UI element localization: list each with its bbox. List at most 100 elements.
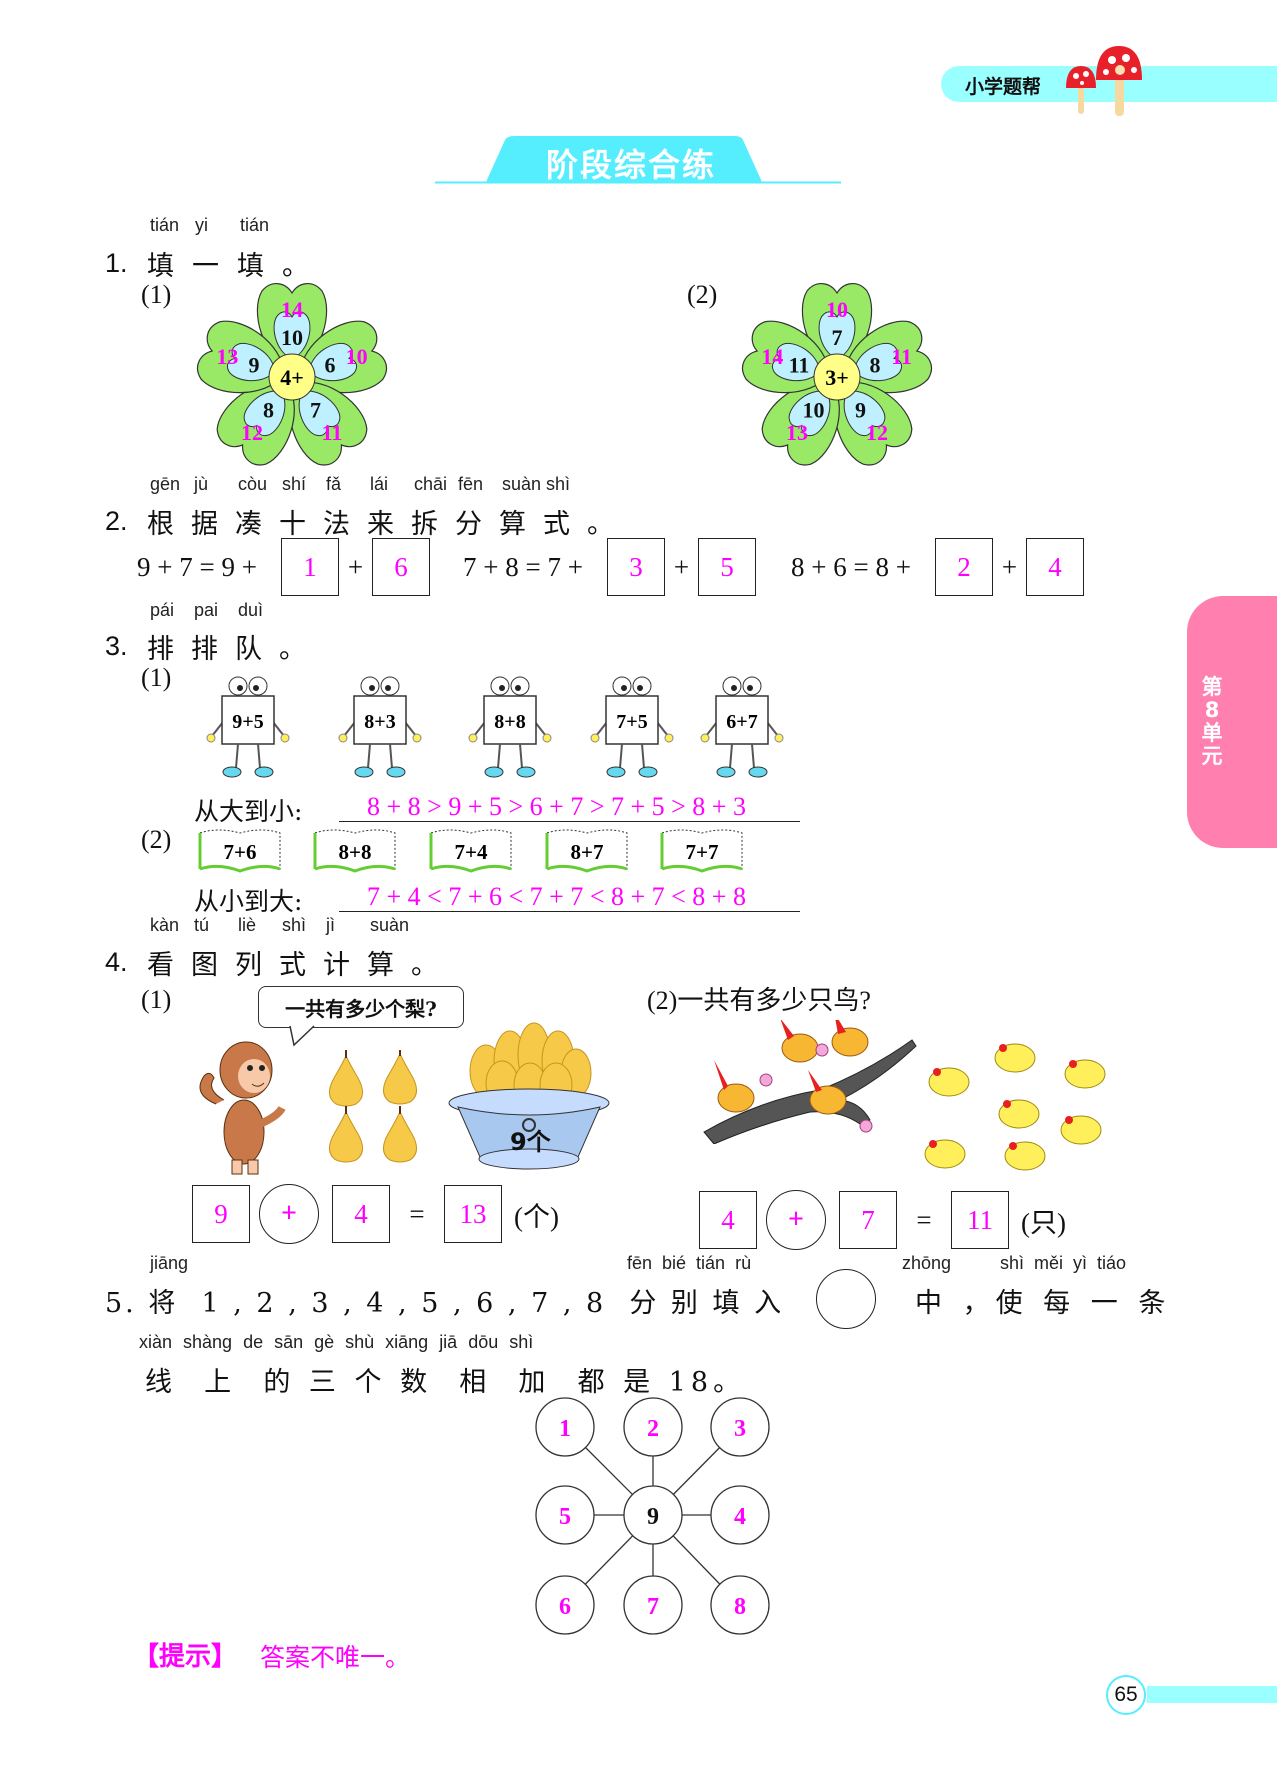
unit-tab-char: 元 [1201, 744, 1223, 768]
heading-char: 。 [587, 509, 614, 540]
birds-on-branch-illustration [703, 1020, 917, 1144]
q3-part1-answer-label: 从大到小: [194, 797, 303, 826]
answer-box[interactable]: 4 [1026, 538, 1084, 596]
heading-char: 拆 [411, 509, 438, 540]
answer-box[interactable]: 9 [192, 1185, 250, 1243]
q3-part2-answer-label: 从小到大: [194, 887, 303, 916]
result-box[interactable]: 11 [951, 1191, 1009, 1249]
heading-char: 。 [411, 950, 438, 981]
answer-box[interactable]: 2 [935, 538, 993, 596]
q3-part2-label: (2) [141, 825, 172, 854]
number-circle[interactable] [623, 1397, 683, 1457]
answer-box[interactable]: 7 [839, 1191, 897, 1249]
expression-character: 6+7 [700, 676, 784, 778]
number-circle[interactable] [710, 1485, 770, 1545]
q1-heading: 1.填一填。 [105, 244, 327, 283]
answer-box[interactable]: 4 [699, 1191, 757, 1249]
pinyin-syllable: liè [238, 915, 257, 935]
title-banner [435, 136, 841, 184]
equation-lhs: 9 + 7 = 9 + [137, 551, 257, 582]
heading-char: 算 [367, 950, 394, 981]
petal-outer-answer[interactable]: 11 [891, 344, 912, 369]
petal-outer-answer[interactable]: 13 [216, 344, 238, 369]
pinyin-syllable: yi [195, 215, 208, 235]
unit-tab [1187, 596, 1277, 848]
petal-outer-answer[interactable]: 13 [786, 420, 808, 445]
expression-label: 8+7 [571, 840, 604, 864]
circle-number: 1 [559, 1416, 571, 1442]
number-circle[interactable] [623, 1575, 683, 1635]
flower-petal [256, 283, 328, 370]
answer-box[interactable]: 5 [698, 538, 756, 596]
q3-part1-label: (1) [141, 663, 172, 692]
petal-outer-answer[interactable]: 10 [826, 297, 848, 322]
q3-part1-answer[interactable]: 8 + 8 > 9 + 5 > 6 + 7 > 7 + 5 > 8 + 3 [339, 792, 800, 822]
heading-char: 。 [282, 251, 309, 282]
operator-circle[interactable]: + [766, 1190, 826, 1250]
unit-label: (只) [1021, 1207, 1066, 1238]
petal-outer-answer[interactable]: 14 [761, 344, 783, 369]
circle-number: 9 [647, 1504, 659, 1530]
q1-part2-label: (2) [687, 280, 718, 309]
pinyin-syllable: fǎ [326, 474, 342, 494]
flower-center-label: 4+ [280, 365, 304, 390]
q5-line2: 线 上 的 三 个 数 相 加 都 是 18。 [145, 1367, 746, 1398]
expression-label: 8+3 [364, 711, 395, 733]
petal-outer-answer[interactable]: 12 [241, 420, 263, 445]
chicks-illustration [924, 1043, 1106, 1171]
q1-part1-label: (1) [141, 280, 172, 309]
monkey-illustration [199, 1041, 286, 1175]
operator-circle[interactable]: + [259, 1184, 319, 1244]
flower-center-label: 3+ [825, 365, 849, 390]
number-circle[interactable] [535, 1397, 595, 1457]
petal-outer-answer[interactable]: 12 [866, 420, 888, 445]
q3-part2-answer[interactable]: 7 + 4 < 7 + 6 < 7 + 7 < 8 + 7 < 8 + 8 [339, 882, 800, 912]
equation-lhs: 7 + 8 = 7 + [463, 551, 583, 582]
heading-char: 凑 [235, 509, 262, 540]
heading-char: 十 [279, 509, 306, 540]
number-circle[interactable] [535, 1485, 595, 1545]
basket-of-pears-illustration [448, 1022, 610, 1170]
unit-tab-char: 8 [1204, 698, 1220, 722]
answer-box[interactable]: 6 [372, 538, 430, 596]
circle-number: 4 [734, 1504, 746, 1530]
plus-sign: + [1001, 551, 1018, 582]
heading-char: 算 [499, 509, 526, 540]
answer-box[interactable]: 4 [332, 1185, 390, 1243]
flower-petal [289, 381, 368, 466]
question-number: 1. [105, 248, 128, 278]
heading-char: 计 [323, 950, 350, 981]
answer-box[interactable]: 1 [281, 538, 339, 596]
question-number: 2. [105, 506, 128, 536]
expression-card: 7+7 [660, 829, 743, 873]
heading-char: 排 [147, 634, 174, 665]
answer-box[interactable]: 3 [607, 538, 665, 596]
petal-outer-answer[interactable]: 14 [281, 297, 303, 322]
center-circle[interactable] [623, 1485, 683, 1545]
heading-char: 列 [235, 950, 262, 981]
petal-outer-answer[interactable]: 11 [322, 420, 343, 445]
petal-outer-answer[interactable]: 10 [346, 344, 368, 369]
number-circle[interactable] [710, 1575, 770, 1635]
pinyin-syllable: lái [370, 474, 389, 494]
result-box[interactable]: 13 [444, 1185, 502, 1243]
number-circle[interactable] [535, 1575, 595, 1635]
page-number: 65 [1106, 1675, 1146, 1715]
pinyin-syllable: tú [194, 915, 210, 935]
petal-inner-number: 9 [855, 397, 866, 422]
expression-label: 7+7 [686, 840, 719, 864]
pinyin-syllable: chāi [414, 474, 448, 494]
unit-label: (个) [514, 1201, 559, 1232]
expression-label: 7+4 [455, 840, 488, 864]
number-circle[interactable] [710, 1397, 770, 1457]
pinyin-syllable: pai [194, 600, 219, 620]
flower-petal [843, 320, 933, 394]
pinyin-syllable: shì [282, 915, 307, 935]
heading-char: 法 [323, 509, 350, 540]
